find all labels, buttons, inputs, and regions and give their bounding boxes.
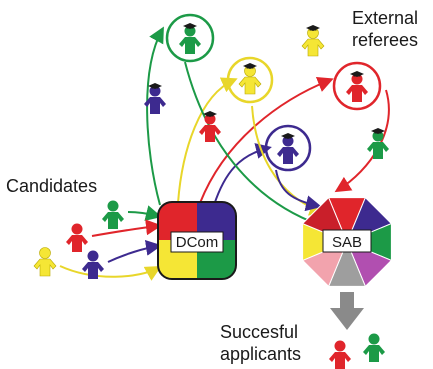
- yellow-referee-top-person: [301, 25, 325, 57]
- dcom-label-box: [170, 231, 224, 253]
- dcom-purple-quadrant: [197, 202, 236, 240]
- green-referee-circle: [165, 13, 215, 63]
- yellow-referee-person: [238, 63, 262, 95]
- dcom-box: DCom: [157, 201, 237, 280]
- red-referee-circle: [332, 61, 382, 111]
- green-referee-person: [179, 23, 201, 54]
- sab-octagon: SAB: [301, 196, 393, 288]
- arrow-candidates-to-dcom-green: [127, 205, 162, 221]
- sab-label: SAB: [332, 234, 362, 251]
- arrows: [59, 26, 390, 281]
- arrow-dcom-to-green-referee: [146, 26, 164, 206]
- arrow-purple-referee-to-sab: [275, 169, 322, 212]
- purple-referee-circle: [264, 124, 312, 172]
- candidate-yellow-person: [33, 247, 57, 277]
- arrow-green-referee-to-sab: [184, 61, 324, 229]
- dcom-label: DCom: [176, 234, 219, 251]
- red-referee-person: [346, 71, 368, 102]
- arrow-candidates-to-dcom-purple: [107, 239, 162, 263]
- candidate-green-person: [102, 200, 124, 229]
- external-referees-label-line2: referees: [352, 30, 418, 50]
- successful-green-person: [363, 333, 385, 362]
- candidates-label: Candidates: [6, 176, 97, 196]
- arrow-candidates-to-dcom-red: [91, 219, 162, 237]
- dcom-red-quadrant: [158, 202, 197, 240]
- grey-down-arrow: [330, 292, 364, 330]
- arrow-dcom-to-red-referee: [199, 77, 334, 204]
- red-referee-left-person: [199, 111, 221, 142]
- yellow-referee-circle: [226, 56, 274, 104]
- external-referees-label-line1: External: [352, 8, 418, 28]
- referee-circles: [165, 13, 382, 172]
- arrow-dcom-to-purple-referee: [213, 143, 272, 206]
- candidate-red-person: [66, 223, 88, 252]
- successful-red-person: [329, 340, 351, 369]
- arrow-candidates-to-dcom-yellow: [59, 265, 162, 281]
- successful-applicants-label-line2: applicants: [220, 344, 301, 364]
- sab-label-box: [322, 229, 372, 253]
- arrow-dcom-to-yellow-referee: [177, 77, 238, 204]
- successful-applicants-label-line1: Succesful: [220, 322, 298, 342]
- purple-referee-person: [277, 133, 299, 164]
